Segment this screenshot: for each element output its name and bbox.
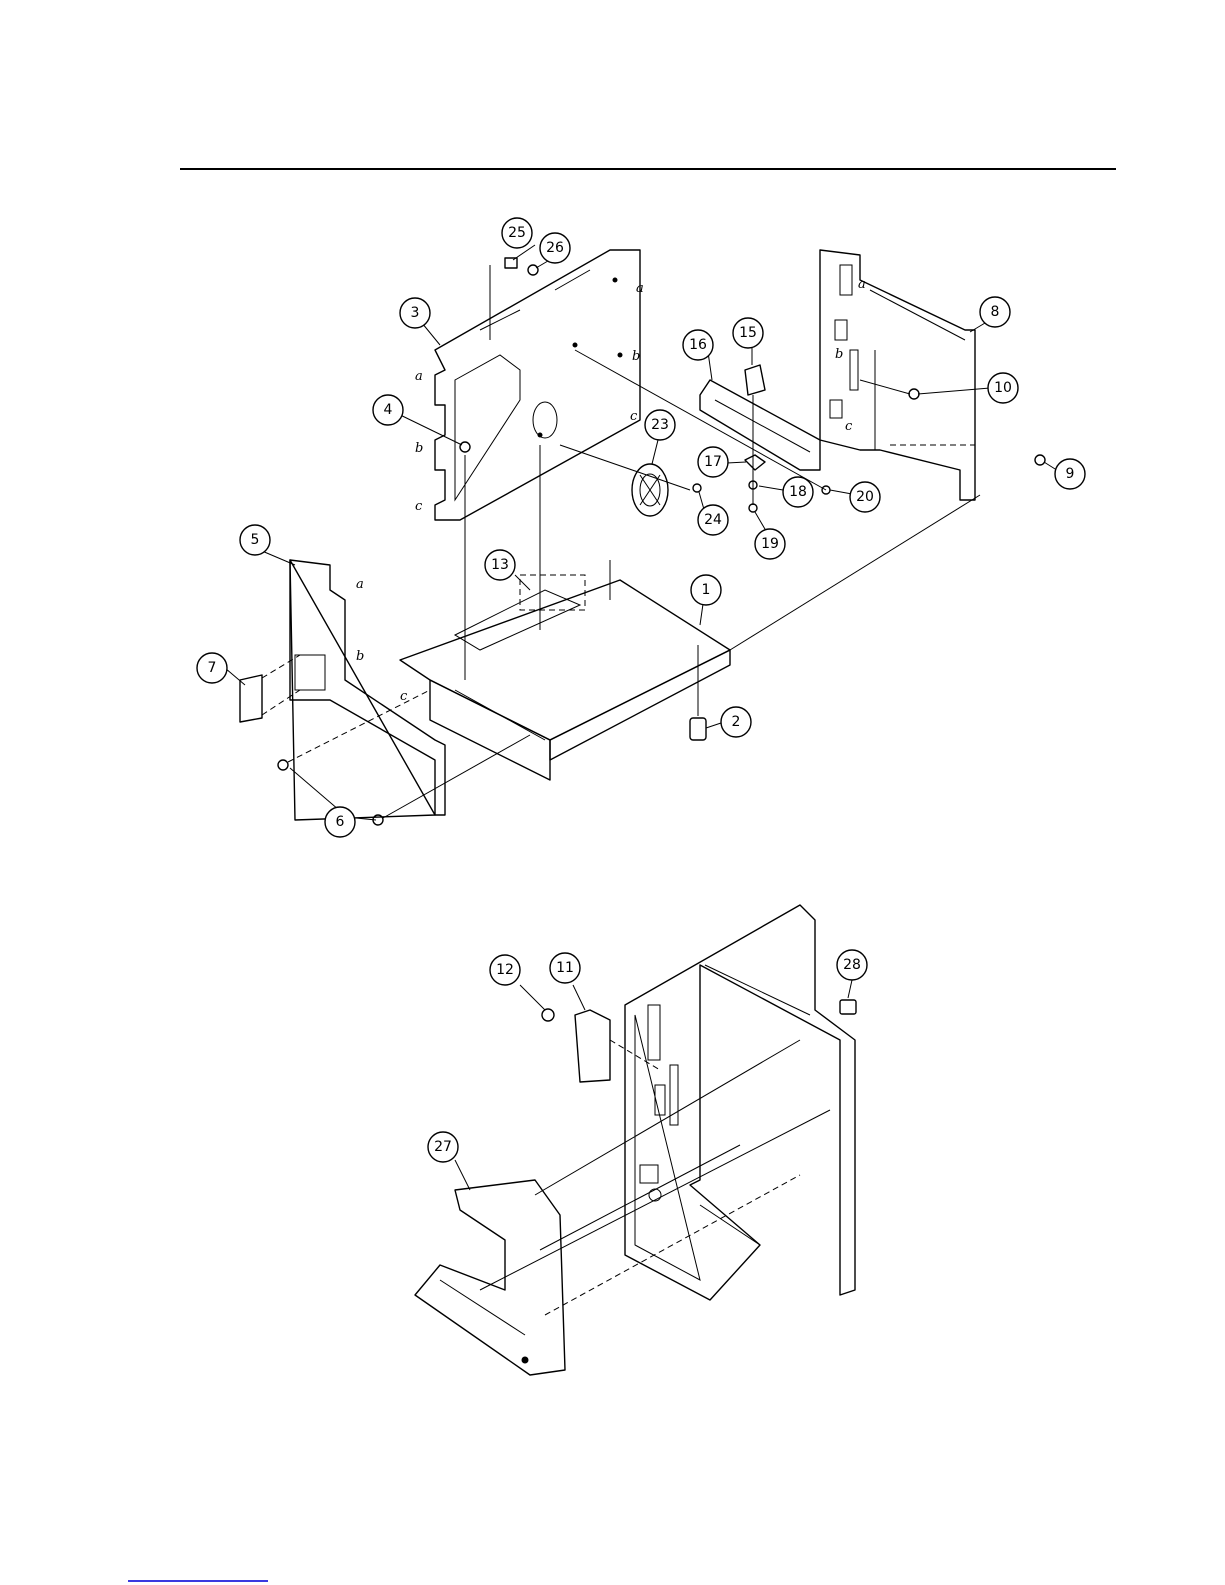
part-2-foot <box>690 718 706 740</box>
callout-label: 11 <box>556 960 574 976</box>
letter-b-frame: b <box>835 347 843 362</box>
callout-6: 6 <box>325 807 355 837</box>
part-26-screw <box>528 265 538 275</box>
part-17-nut <box>745 455 765 470</box>
callout-3: 3 <box>400 298 430 328</box>
part-8-side-frame <box>820 250 975 500</box>
part-10-screw <box>909 389 919 399</box>
callout-9: 9 <box>1055 459 1085 489</box>
callout-17: 17 <box>698 447 728 477</box>
letter-a-frame: a <box>858 277 866 292</box>
callout-4: 4 <box>373 395 403 425</box>
letter-b-left: b <box>415 441 423 456</box>
part-3-rear-plate <box>435 250 640 520</box>
callout-27: 27 <box>428 1132 458 1162</box>
letter-a-plate: a <box>636 281 644 296</box>
callout-24: 24 <box>698 505 728 535</box>
part-5-left-panel <box>290 560 445 820</box>
callout-label: 9 <box>1066 466 1075 482</box>
callout-10: 10 <box>988 373 1018 403</box>
callout-2: 2 <box>721 707 751 737</box>
callout-label: 10 <box>994 380 1012 396</box>
callout-label: 25 <box>508 225 526 241</box>
callout-label: 7 <box>208 660 217 676</box>
callout-7: 7 <box>197 653 227 683</box>
callout-5: 5 <box>240 525 270 555</box>
callout-label: 16 <box>689 337 707 353</box>
callout-12: 12 <box>490 955 520 985</box>
part-6-screw-a <box>278 760 288 770</box>
callout-15: 15 <box>733 318 763 348</box>
callout-23: 23 <box>645 410 675 440</box>
callout-25: 25 <box>502 218 532 248</box>
letter-a-panel: a <box>356 577 364 592</box>
callout-label: 1 <box>702 582 711 598</box>
callout-1: 1 <box>691 575 721 605</box>
callout-28: 28 <box>837 950 867 980</box>
part-9-screw <box>1035 455 1045 465</box>
callout-20: 20 <box>850 482 880 512</box>
letter-b-plate: b <box>632 349 640 364</box>
callout-label: 26 <box>546 240 564 256</box>
callout-16: 16 <box>683 330 713 360</box>
part-1-base <box>400 575 730 780</box>
part-12-knob <box>542 1009 554 1021</box>
part-25-spacer <box>505 258 517 268</box>
callout-label: 24 <box>704 512 722 528</box>
callout-11: 11 <box>550 953 580 983</box>
callout-label: 3 <box>411 305 420 321</box>
callout-label: 20 <box>856 489 874 505</box>
footer-link-underline[interactable] <box>128 1580 268 1582</box>
letter-a-left: a <box>415 369 423 384</box>
callout-label: 5 <box>251 532 260 548</box>
main-chassis-frame <box>625 905 855 1300</box>
callout-label: 2 <box>732 714 741 730</box>
part-15-clip <box>745 365 765 395</box>
part-4-screw <box>460 442 470 452</box>
callout-8: 8 <box>980 297 1010 327</box>
callout-label: 13 <box>491 557 509 573</box>
callout-label: 12 <box>496 962 514 978</box>
callout-19: 19 <box>755 529 785 559</box>
callout-18: 18 <box>783 477 813 507</box>
part-24-screw <box>693 484 701 492</box>
callout-label: 15 <box>739 325 757 341</box>
callout-26: 26 <box>540 233 570 263</box>
callout-label: 4 <box>384 402 393 418</box>
callout-label: 18 <box>789 484 807 500</box>
part-19-screw <box>749 504 757 512</box>
callout-13: 13 <box>485 550 515 580</box>
letter-c-frame: c <box>845 419 853 434</box>
part-7-connector <box>240 675 262 722</box>
callout-label: 6 <box>336 814 345 830</box>
part-27-cover <box>415 1180 565 1375</box>
callout-label: 23 <box>651 417 669 433</box>
callout-label: 27 <box>434 1139 452 1155</box>
letter-b-panel: b <box>356 649 364 664</box>
part-28-screw <box>840 1000 856 1014</box>
callout-label: 28 <box>843 957 861 973</box>
letter-c-left: c <box>415 499 423 514</box>
callout-label: 17 <box>704 454 722 470</box>
part-11-bracket <box>575 1010 610 1082</box>
letter-c-plate: c <box>630 409 638 424</box>
callout-label: 19 <box>761 536 779 552</box>
callout-label: 8 <box>991 304 1000 320</box>
